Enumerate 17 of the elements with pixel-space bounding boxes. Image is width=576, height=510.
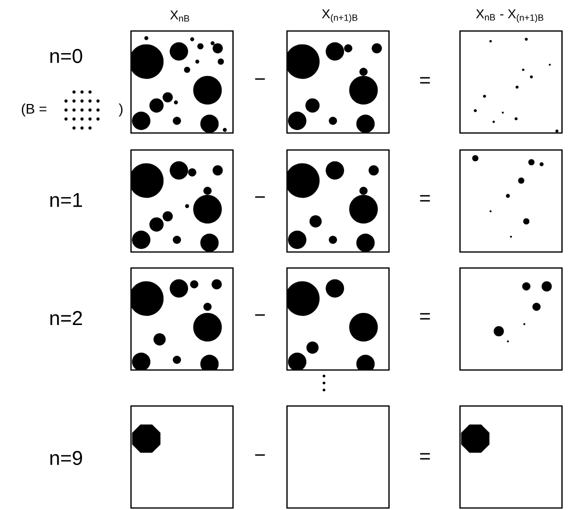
column-header: X$_{(n+1)B}$ bbox=[322, 9, 358, 23]
row-label: n=0 bbox=[50, 48, 82, 64]
column-header: X$_{nB}$ bbox=[170, 10, 190, 22]
equals-sign: = bbox=[420, 313, 430, 320]
equals-sign: = bbox=[420, 77, 430, 84]
row-label: n=1 bbox=[50, 193, 82, 207]
minus-sign: − bbox=[255, 78, 265, 80]
row-label: n=2 bbox=[50, 311, 82, 325]
column-header: X$_{nB}$ - X$_{(n+1)B}$ bbox=[476, 9, 544, 23]
structuring-element-label: (B = bbox=[22, 103, 46, 117]
row-label: n=9 bbox=[50, 450, 82, 466]
equals-sign: = bbox=[420, 195, 430, 202]
equals-sign: = bbox=[420, 453, 430, 460]
minus-sign: − bbox=[255, 314, 265, 316]
structuring-element-label: ) bbox=[118, 103, 122, 117]
minus-sign: − bbox=[255, 196, 265, 198]
minus-sign: − bbox=[255, 454, 265, 456]
